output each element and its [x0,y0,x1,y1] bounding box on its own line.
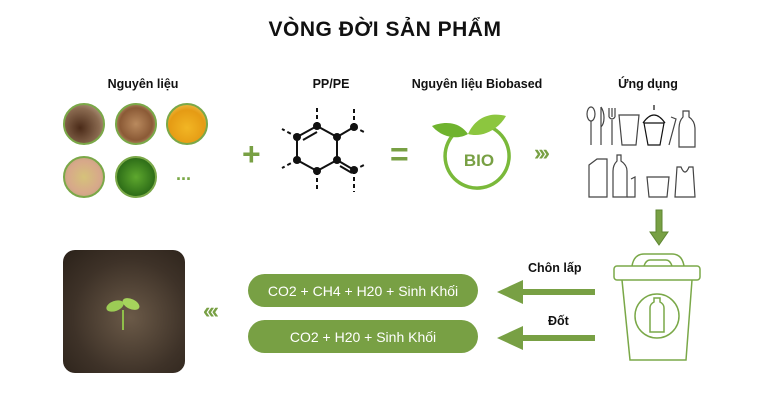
corn-image [166,103,208,145]
forward-arrows: ››› [534,140,550,165]
coffee-image [63,103,105,145]
sprout-soil-image [63,250,185,373]
label-biobased: Nguyên liệu Biobased [411,77,543,91]
molecule-icon [281,106,367,192]
label-polymer: PP/PE [312,77,350,91]
products-icon [586,105,696,198]
wood-chips-image [115,103,157,145]
burn-arrow-icon [497,326,595,350]
husk-image [63,156,105,198]
landfill-label: Chôn lấp [528,261,582,275]
burn-label: Đốt [548,314,569,328]
landfill-arrow-icon [497,280,595,304]
trash-bin-icon [613,253,701,361]
sprout-icon [106,298,140,330]
down-arrow-icon [649,209,669,246]
label-raw-materials: Nguyên liệu [107,77,179,91]
burn-result-pill: CO2 + H20 + Sinh Khối [248,320,478,353]
equals-sign: = [390,136,409,172]
label-applications: Ứng dụng [618,77,678,91]
more-indicator: ... [176,164,192,184]
plus-sign: + [242,136,261,172]
landfill-result-pill: CO2 + CH4 + H20 + Sinh Khối [248,274,478,307]
grass-image [115,156,157,198]
back-arrows: ‹‹‹ [203,298,219,323]
bio-logo-icon: BIO [432,114,511,190]
bio-logo-text: BIO [464,151,494,170]
page-title: VÒNG ĐỜI SẢN PHẨM [268,18,502,41]
